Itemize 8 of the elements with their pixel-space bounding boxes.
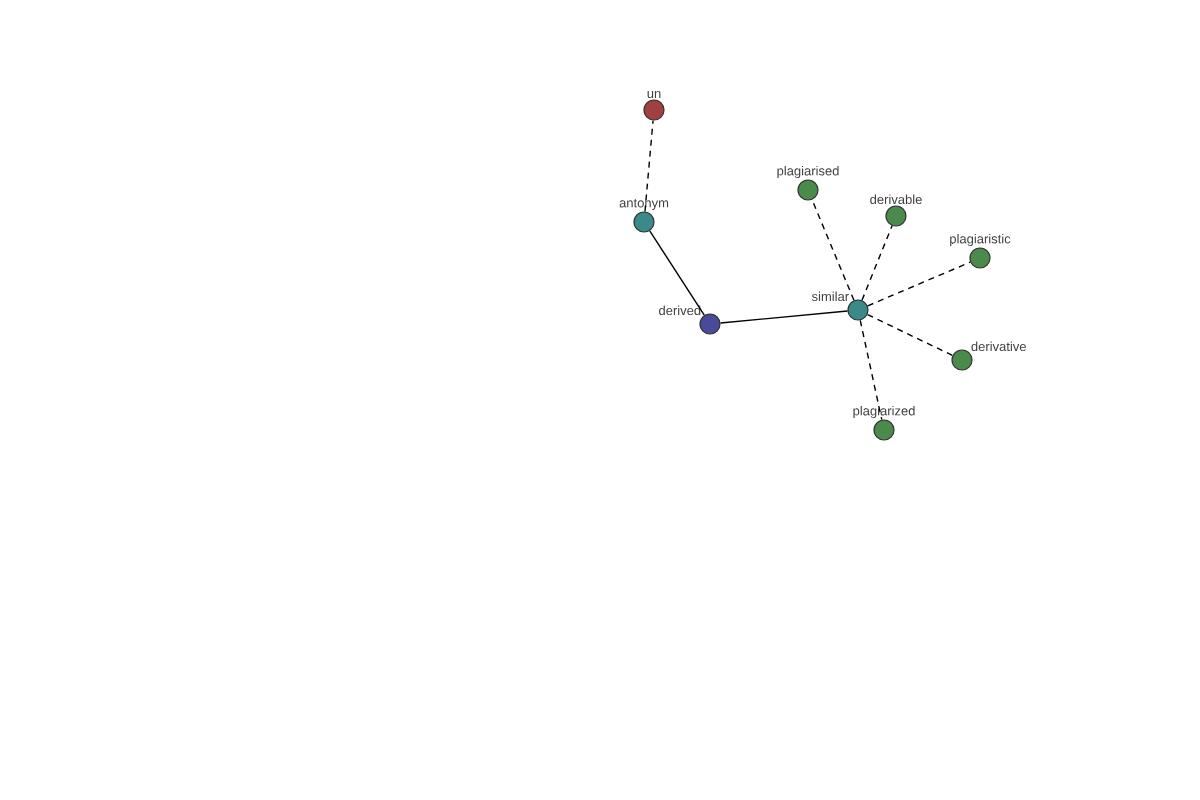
connector-line bbox=[719, 310, 849, 324]
connector-line bbox=[867, 261, 971, 307]
connector-line bbox=[811, 199, 855, 301]
connector-line bbox=[644, 119, 654, 213]
connector-line bbox=[861, 225, 893, 301]
connector-line bbox=[866, 313, 954, 357]
connector-line bbox=[649, 230, 705, 316]
connector-line bbox=[859, 319, 883, 421]
